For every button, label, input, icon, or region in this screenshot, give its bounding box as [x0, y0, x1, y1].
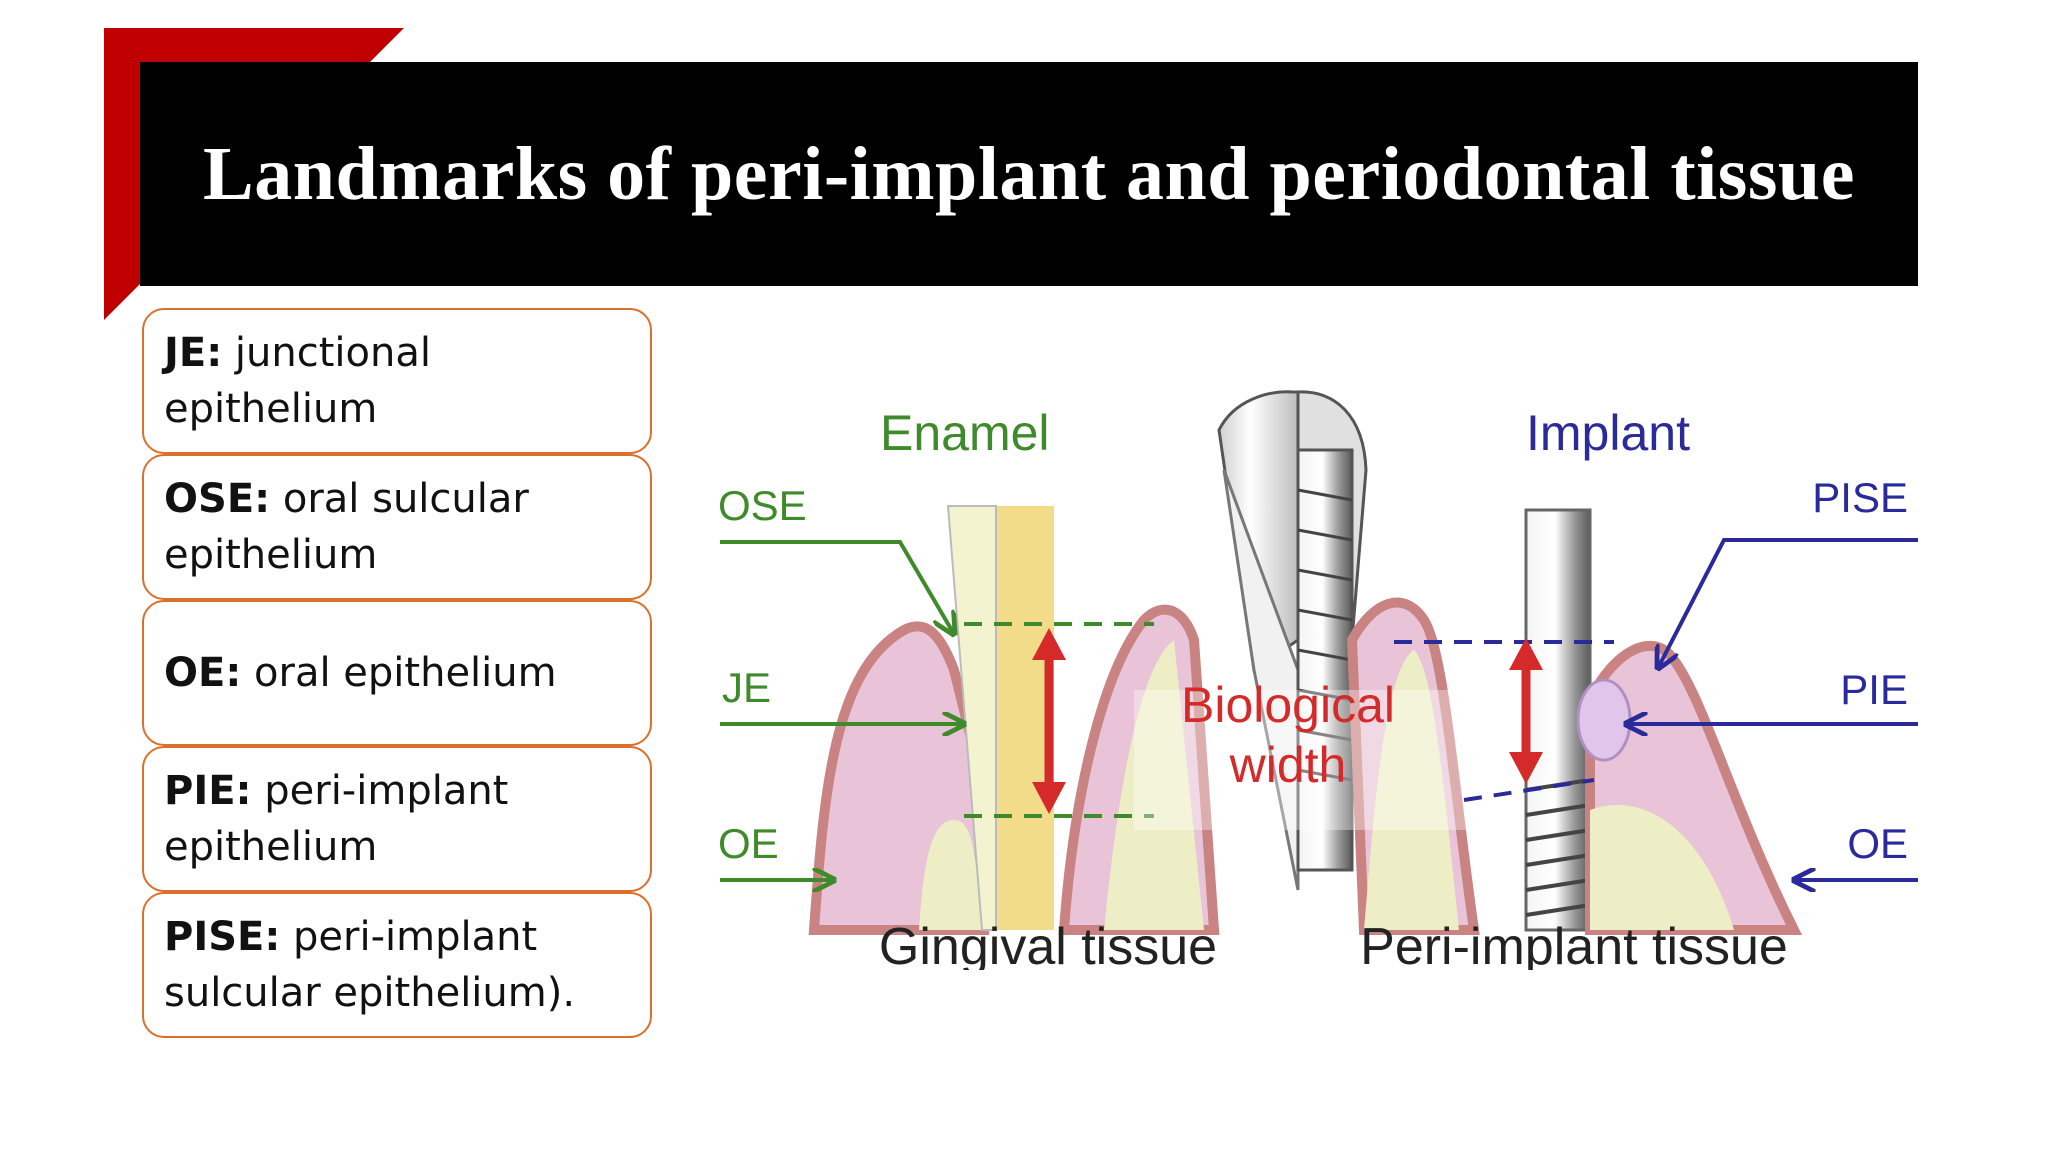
label-pie: PIE	[1840, 666, 1908, 713]
definition-box-pie: PIE: peri-implant epithelium	[142, 746, 652, 892]
definition-term: PIE:	[164, 768, 252, 814]
definition-text: PISE: peri-implant sulcular epithelium).	[164, 909, 630, 1021]
title-bar: Landmarks of peri-implant and periodonta…	[140, 62, 1918, 286]
definition-term: JE:	[164, 330, 223, 376]
page-title: Landmarks of peri-implant and periodonta…	[203, 131, 1855, 216]
label-enamel: Enamel	[880, 405, 1050, 461]
definition-text: OSE: oral sulcular epithelium	[164, 471, 630, 583]
gingival-tissue-illustration	[808, 505, 1220, 935]
label-width: width	[1229, 737, 1347, 793]
definition-term: OSE:	[164, 476, 271, 522]
caption-gingival-tissue: Gingival tissue	[879, 918, 1217, 970]
left-pointer-arrows	[720, 540, 964, 880]
label-je: JE	[722, 664, 771, 711]
definition-term: PISE:	[164, 914, 281, 960]
tissue-diagram: Enamel Implant OSE JE OE PISE PIE OE Bio…	[714, 370, 1918, 970]
label-oe-left: OE	[718, 820, 779, 867]
definition-box-je: JE: junctional epithelium	[142, 308, 652, 454]
right-pointer-arrows	[1626, 538, 1918, 880]
label-biological: Biological	[1181, 677, 1395, 733]
definition-box-ose: OSE: oral sulcular epithelium	[142, 454, 652, 600]
definition-desc: oral sulcular epithelium	[164, 476, 529, 578]
definition-term: OE:	[164, 650, 242, 696]
definition-desc: peri-implant sulcular epithelium).	[164, 914, 576, 1016]
definition-text: JE: junctional epithelium	[164, 325, 630, 437]
definition-box-pise: PISE: peri-implant sulcular epithelium).	[142, 892, 652, 1038]
definition-desc: junctional epithelium	[164, 330, 431, 432]
peri-implant-tissue-illustration	[1394, 508, 1803, 935]
label-implant: Implant	[1526, 405, 1690, 461]
label-ose: OSE	[718, 482, 807, 529]
caption-peri-implant-tissue: Peri-implant tissue	[1360, 918, 1788, 970]
definition-box-oe: OE: oral epithelium	[142, 600, 652, 746]
label-oe-right: OE	[1847, 820, 1908, 867]
definition-text: OE: oral epithelium	[164, 645, 630, 701]
definition-desc: peri-implant epithelium	[164, 768, 509, 870]
definition-text: PIE: peri-implant epithelium	[164, 763, 630, 875]
definition-desc: oral epithelium	[241, 650, 557, 696]
tooth-implant-center	[1134, 390, 1494, 935]
label-pise: PISE	[1812, 474, 1908, 521]
biological-width-arrows	[1032, 628, 1543, 814]
definition-list: JE: junctional epithelium OSE: oral sulc…	[142, 308, 652, 1038]
